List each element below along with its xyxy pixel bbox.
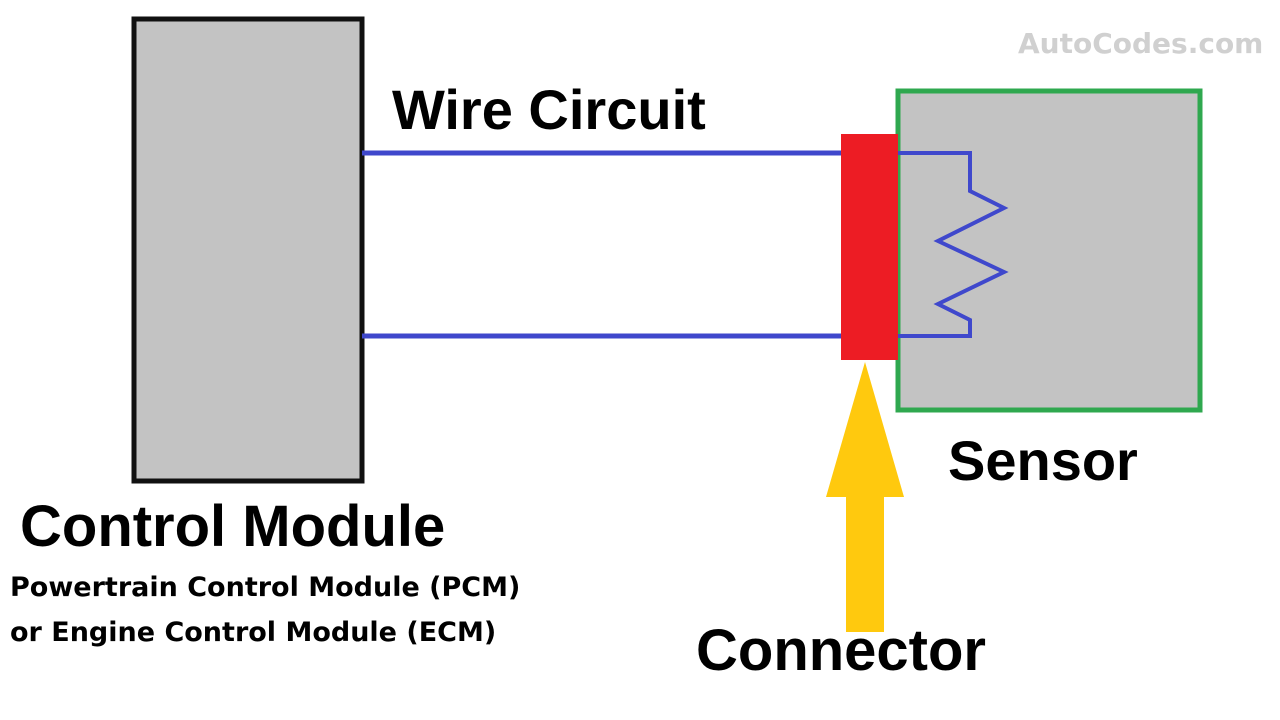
connector-block <box>841 134 898 360</box>
control-module-box <box>131 16 365 484</box>
connector-label: Connector <box>696 618 986 683</box>
sensor-label: Sensor <box>948 429 1138 492</box>
control-module-detail-pcm: Powertrain Control Module (PCM) <box>10 572 521 603</box>
control-module-detail-ecm: or Engine Control Module (ECM) <box>10 617 497 648</box>
wire-circuit-label: Wire Circuit <box>392 78 706 141</box>
up-arrow-icon <box>826 362 904 632</box>
control-module-label: Control Module <box>20 494 446 559</box>
sensor-box <box>895 88 1203 413</box>
resistor-icon <box>898 151 1009 338</box>
watermark: AutoCodes.com <box>1018 27 1264 60</box>
